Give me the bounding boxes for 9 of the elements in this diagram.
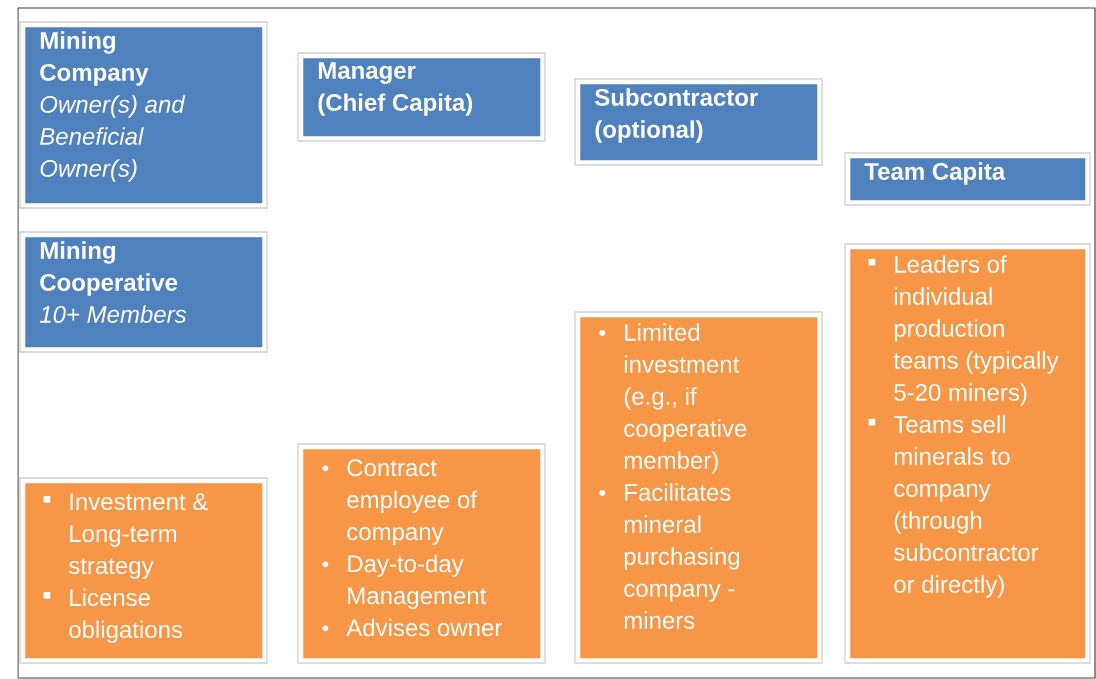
role-box: Subcontractor (optional) [574,78,823,166]
role-box: Team Capita [844,152,1091,206]
role-box: Mining Company Owner(s) and Beneficial Owner(s) [19,21,268,209]
bullet-list-box: Investment & Long-term strategy License obligations [19,477,268,664]
bullet-list-box: Contract employee of company Day-to-day Management Advises owner [297,443,546,664]
role-box: Mining Cooperative 10+ Members [19,231,268,353]
bullet-list-box: Leaders of individual production teams (typically 5-20 miners) Teams sell minerals to company (through subcontractor or directly) [844,243,1091,664]
bullet-list-box: Limited investment (e.g., if cooperative member) Facilitates mineral purchasing company - miners [574,311,823,664]
role-box: Manager (Chief Capita) [297,52,546,142]
